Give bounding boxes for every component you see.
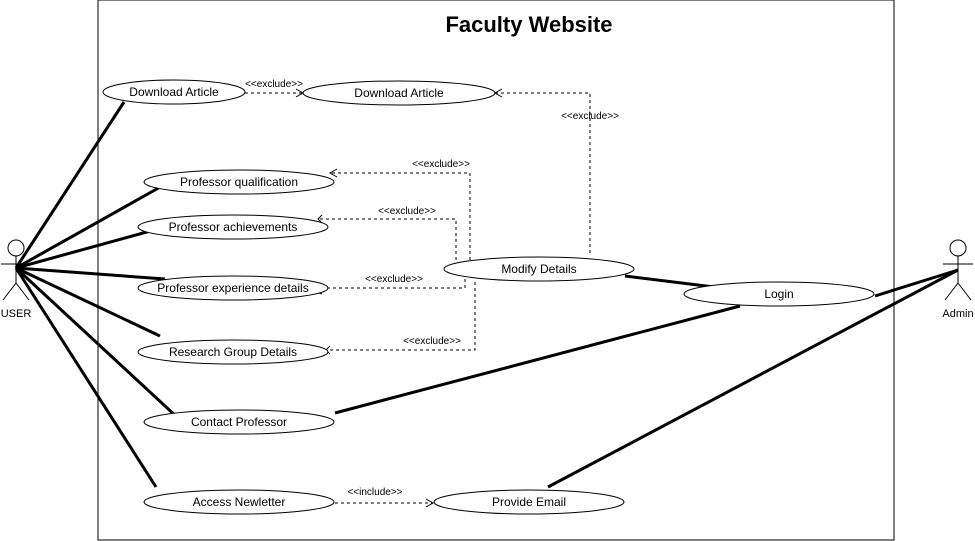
dep-modify-qualification-arrowhead xyxy=(328,168,338,178)
assoc-user-download-article xyxy=(14,101,126,269)
dependencies xyxy=(245,88,591,508)
user-associations xyxy=(14,101,180,488)
assoc-user-newsletter xyxy=(14,267,158,488)
use-case-label: Contact Professor xyxy=(191,415,287,429)
dep-modify-experience xyxy=(320,279,466,289)
use-case-research-group[interactable]: Research Group Details xyxy=(137,339,329,365)
admin-stick-figure-icon xyxy=(943,239,973,301)
system-title: Faculty Website xyxy=(445,12,612,37)
admin-associations xyxy=(334,268,959,489)
use-case-professor-achievements[interactable]: Professor achievements xyxy=(137,214,329,240)
label-exclude-download: <<exclude>> xyxy=(245,79,303,90)
label-include-newsletter: <<include>> xyxy=(347,487,402,498)
dep-modify-achievements-arrowhead xyxy=(317,214,323,224)
label-exclude-qualification: <<exclude>> xyxy=(412,159,470,170)
assoc-provide-email-admin xyxy=(547,268,959,489)
use-case-contact-professor[interactable]: Contact Professor xyxy=(143,409,335,435)
assoc-user-research-group xyxy=(15,266,161,338)
use-case-professor-qualification[interactable]: Professor qualification xyxy=(143,169,335,195)
use-case-professor-experience[interactable]: Professor experience details xyxy=(137,275,329,301)
assoc-login-admin xyxy=(874,268,959,298)
use-case-label: Research Group Details xyxy=(169,345,297,359)
assoc-user-experience xyxy=(15,266,166,281)
label-exclude-achievements: <<exclude>> xyxy=(378,206,436,217)
use-case-label: Access Newletter xyxy=(193,495,286,509)
use-case-label: Professor achievements xyxy=(169,220,298,234)
use-case-provide-email[interactable]: Provide Email xyxy=(433,489,625,515)
use-case-label: Download Article xyxy=(354,86,444,100)
dep-modify-research xyxy=(326,282,476,351)
dep-modify-download xyxy=(495,92,591,253)
assoc-user-qualification xyxy=(15,184,163,270)
system-boundary xyxy=(97,0,895,541)
use-case-access-newsletter[interactable]: Access Newletter xyxy=(143,489,335,515)
use-case-label: Professor experience details xyxy=(157,281,308,295)
actor-admin[interactable]: Admin xyxy=(942,239,974,320)
label-exclude-research: <<exclude>> xyxy=(403,336,461,347)
dep-modify-qualification xyxy=(330,172,471,260)
use-case-download-article-admin[interactable]: Download Article xyxy=(302,80,496,106)
use-case-label: Provide Email xyxy=(492,495,566,509)
use-case-label: Modify Details xyxy=(501,262,576,276)
use-case-login[interactable]: Login xyxy=(683,281,875,307)
actor-user[interactable]: USER xyxy=(1,239,32,320)
user-stick-figure-icon xyxy=(1,239,31,301)
assoc-contact-login xyxy=(334,304,741,415)
use-case-label: Login xyxy=(764,287,793,301)
use-case-label: Download Article xyxy=(129,85,219,99)
assoc-user-contact-professor xyxy=(14,266,180,420)
actor-admin-label: Admin xyxy=(942,308,973,320)
label-exclude-experience: <<exclude>> xyxy=(365,274,423,285)
assoc-user-achievements xyxy=(15,228,155,270)
actor-user-label: USER xyxy=(1,308,32,320)
dep-modify-achievements xyxy=(318,218,457,260)
use-case-modify-details[interactable]: Modify Details xyxy=(443,256,635,282)
use-case-download-article-user[interactable]: Download Article xyxy=(102,79,246,105)
assoc-modify-login xyxy=(624,274,715,289)
dep-newsletter-arrowhead xyxy=(425,498,435,508)
label-exclude-modify-download: <<exclude>> xyxy=(561,111,619,122)
use-case-label: Professor qualification xyxy=(180,175,298,189)
